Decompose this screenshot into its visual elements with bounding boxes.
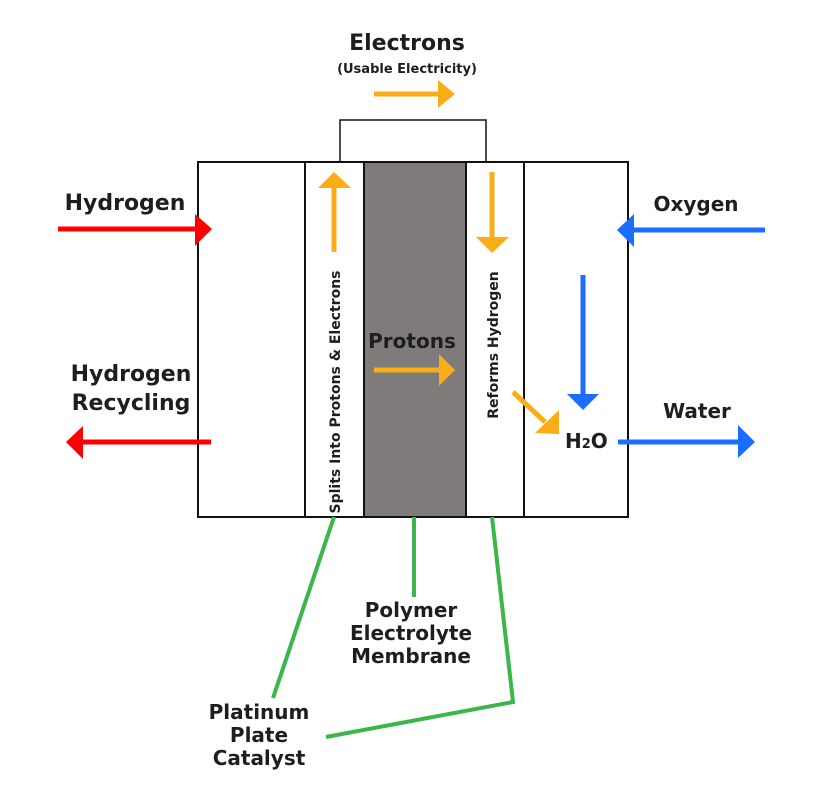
cathode-chamber [523,161,629,518]
cathode-catalyst-leader-line [325,516,516,739]
reformed-hydrogen-arrow-icon [511,390,559,434]
electrons-label: Electrons [349,31,465,56]
oxygen-input-arrow-icon [617,214,765,247]
anode-catalyst-leader-line [271,516,336,699]
hydrogen-recycling-arrow-icon [66,426,211,459]
hydrogen-recycling-label-line1: Hydrogen [71,362,192,387]
electron-down-arrow-icon [476,172,509,253]
reforms-label: Reforms Hydrogen [486,271,502,419]
oxygen-label: Oxygen [653,192,738,216]
hydrogen-recycling-label-line2: Recycling [72,391,191,416]
water-label: Water [663,399,731,423]
splits-label: Splits Into Protons & Electrons [328,271,344,514]
cathode-catalyst-plate [465,161,525,518]
water-output-arrow-icon [618,425,755,458]
external-circuit-wire [339,119,487,162]
hydrogen-input-arrow-icon [58,214,212,246]
electrons-sublabel: (Usable Electricity) [337,62,477,77]
membrane-label-line3: Membrane [351,644,471,668]
catalyst-label-line3: Catalyst [213,746,306,770]
oxygen-down-arrow-icon [567,275,599,410]
h2o-label: H2O [565,429,608,453]
hydrogen-input-label: Hydrogen [65,191,186,216]
anode-chamber [197,161,306,518]
protons-label: Protons [368,329,456,353]
electron-flow-arrow-icon [374,80,455,108]
catalyst-label-line1: Platinum [209,700,310,724]
membrane [363,161,467,518]
membrane-label-line2: Electrolyte [350,621,472,645]
catalyst-label-line2: Plate [230,723,288,747]
electron-up-arrow-icon [318,172,351,252]
proton-flow-arrow-icon [374,354,455,386]
membrane-label-line1: Polymer [365,598,458,622]
